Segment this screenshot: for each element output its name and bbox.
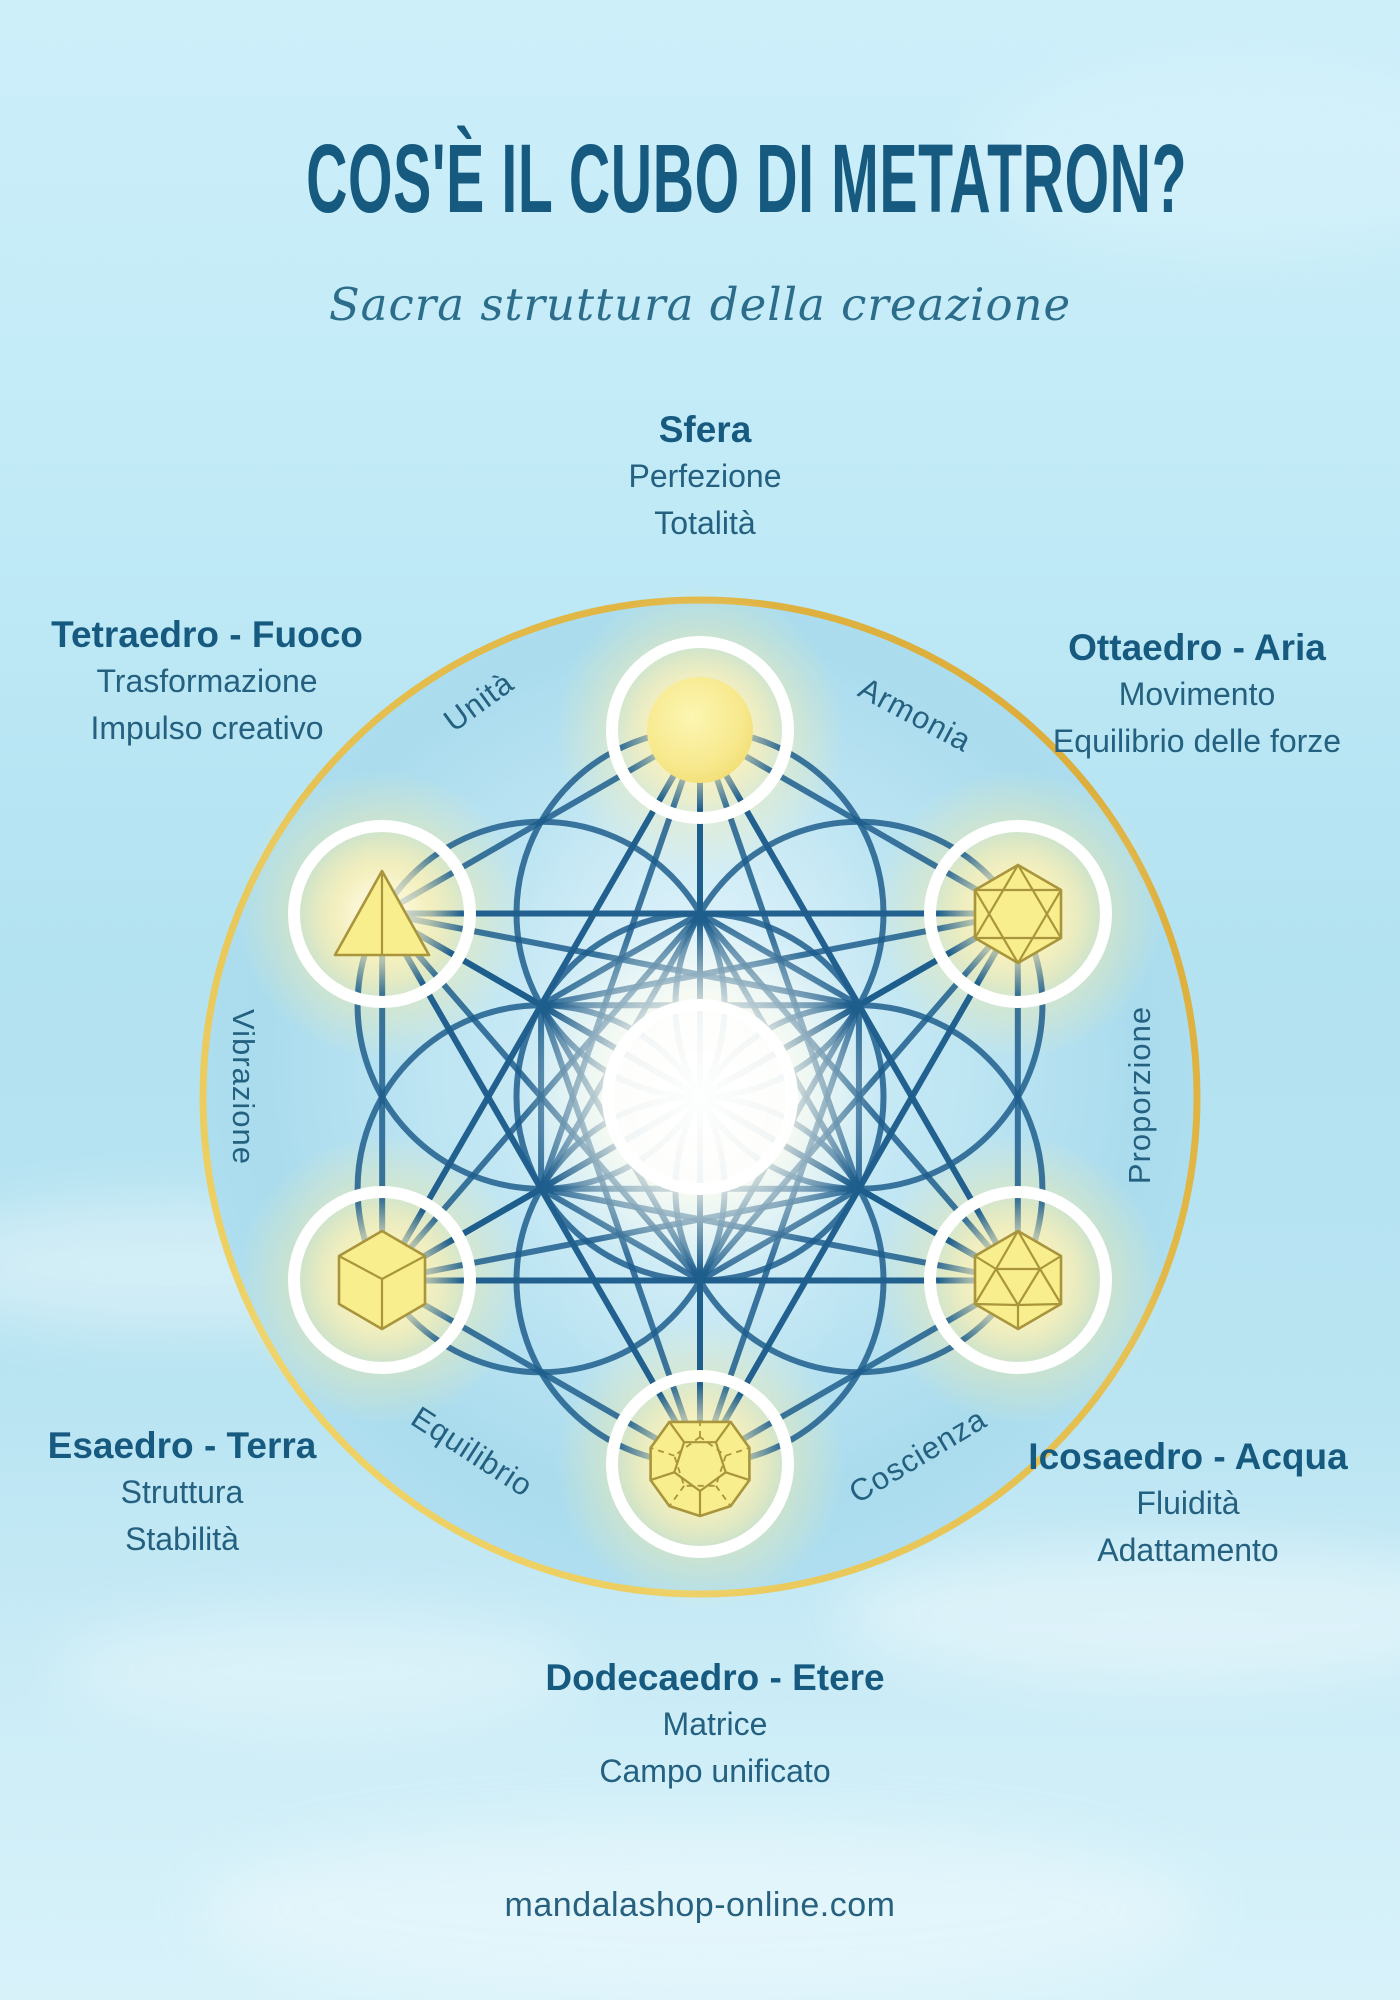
node-ottaedro <box>924 820 1112 1008</box>
octahedron-shape <box>973 863 1063 965</box>
icosaedro-block: Icosaedro - Acqua Fluidità Adattamento <box>1028 1435 1347 1573</box>
node-center <box>525 922 875 1272</box>
node-esaedro <box>288 1186 476 1374</box>
esaedro-title: Esaedro - Terra <box>47 1425 317 1466</box>
ottaedro-trait: Movimento <box>1118 676 1276 712</box>
ottaedro-block: Ottaedro - Aria Movimento Equilibrio del… <box>1053 626 1341 764</box>
page-title: COS'È IL CUBO DI METATRON? <box>306 124 1188 233</box>
tetraedro-trait: Impulso creativo <box>90 710 324 746</box>
icosaedro-title: Icosaedro - Acqua <box>1028 1436 1348 1477</box>
center-ring <box>602 999 798 1195</box>
dodecaedro-title: Dodecaedro - Etere <box>545 1657 885 1698</box>
esaedro-ring <box>288 1186 476 1374</box>
dodecahedron-shape <box>649 1415 751 1518</box>
esaedro-trait: Struttura <box>120 1474 244 1510</box>
tetrahedron-shape <box>333 869 431 957</box>
ring-label-vibrazione: Vibrazione <box>226 1009 261 1165</box>
page-subtitle: Sacra struttura della creazione <box>328 278 1072 331</box>
sphere-shape <box>647 677 753 783</box>
sfera-ring <box>606 636 794 824</box>
esaedro-trait: Stabilità <box>125 1521 239 1557</box>
node-dodecaedro <box>606 1370 794 1558</box>
sfera-trait: Perfezione <box>628 458 782 494</box>
sfera-title: Sfera <box>658 409 752 450</box>
icosahedron-shape <box>973 1229 1063 1331</box>
icosaedro-ring <box>924 1186 1112 1374</box>
ottaedro-ring <box>924 820 1112 1008</box>
ring-label-proporzione: Proporzione <box>1122 1005 1157 1185</box>
node-tetraedro <box>288 820 476 1008</box>
header: COS'È IL CUBO DI METATRON? <box>0 130 1400 227</box>
ottaedro-title: Ottaedro - Aria <box>1068 627 1326 668</box>
dodecaedro-trait: Campo unificato <box>599 1753 831 1789</box>
tetraedro-ring <box>288 820 476 1008</box>
node-icosaedro <box>924 1186 1112 1374</box>
tetraedro-title: Tetraedro - Fuoco <box>51 614 363 655</box>
center-circle-fill <box>614 1011 786 1183</box>
icosaedro-trait: Fluidità <box>1136 1485 1240 1521</box>
sfera-block: Sfera Perfezione Totalità <box>629 408 782 546</box>
website-url: mandalashop-online.com <box>504 1886 896 1924</box>
tetraedro-block: Tetraedro - Fuoco Trasformazione Impulso… <box>51 613 363 751</box>
dodecaedro-block: Dodecaedro - Etere Matrice Campo unifica… <box>545 1656 884 1794</box>
cube-shape <box>337 1229 427 1331</box>
dodecaedro-ring <box>606 1370 794 1558</box>
tetraedro-trait: Trasformazione <box>96 663 318 699</box>
icosaedro-trait: Adattamento <box>1097 1532 1279 1568</box>
ottaedro-trait: Equilibrio delle forze <box>1052 723 1342 759</box>
dodecaedro-trait: Matrice <box>662 1706 768 1742</box>
node-sfera <box>606 636 794 824</box>
sfera-trait: Totalità <box>654 505 756 541</box>
esaedro-block: Esaedro - Terra Struttura Stabilità <box>48 1424 317 1562</box>
